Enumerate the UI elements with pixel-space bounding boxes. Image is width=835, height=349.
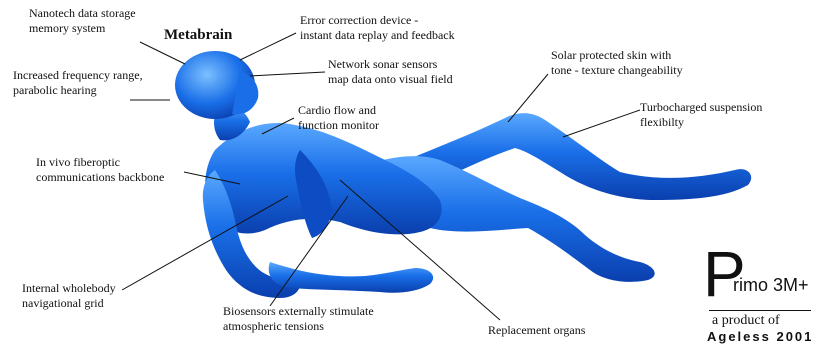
leader-network [250,72,325,76]
brand-subtitle: a product of [712,314,780,328]
callout-cardio: Cardio flow and function monitor [298,103,379,133]
callout-nanotech: Nanotech data storage memory system [29,6,136,36]
leader-turbo [563,110,640,137]
callout-network-sonar: Network sonar sensors map data onto visu… [328,57,453,87]
head [175,51,258,119]
brand-divider [709,310,811,311]
leader-error [240,33,296,60]
callout-frequency: Increased frequency range, parabolic hea… [13,68,143,98]
human-figure [203,104,751,298]
callout-turbo-suspension: Turbocharged suspension flexibilty [640,100,762,130]
callout-solar-skin: Solar protected skin with tone - texture… [551,48,683,78]
callout-fiberoptic: In vivo fiberoptic communications backbo… [36,155,164,185]
callout-biosensors: Biosensors externally stimulate atmosphe… [223,304,374,334]
brand-letter: P [703,242,746,306]
brand-name: rimo 3M+ [733,275,809,296]
callout-replacement-organs: Replacement organs [488,323,585,338]
leader-nanotech [140,42,185,64]
forearm [269,262,433,293]
callout-error-correction: Error correction device - instant data r… [300,13,455,43]
brand-organization: Ageless 2001 [707,329,813,344]
callout-navigational-grid: Internal wholebody navigational grid [22,281,116,311]
page-title: Metabrain [164,27,232,44]
